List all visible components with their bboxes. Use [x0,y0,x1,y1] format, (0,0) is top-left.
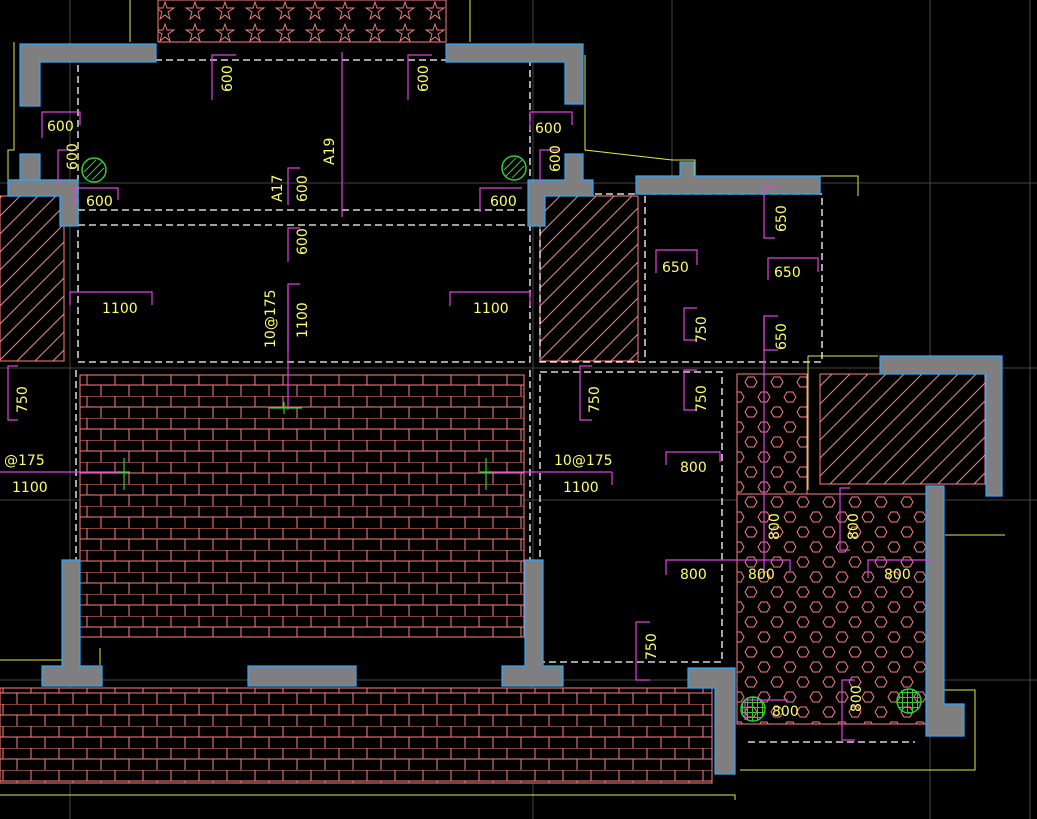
dimension-label: 750 [694,385,710,412]
dimension-label: 600 [86,194,113,210]
diag-hatch-left [0,195,65,362]
dimension-label: 750 [15,386,31,413]
dimension-label: 750 [587,386,603,413]
axis-label: A19 [322,138,338,165]
dimension-label: 1100 [295,302,311,338]
dimension-label: 800 [680,460,707,476]
dimension-label: 600 [490,194,517,210]
dimension-label: 600 [220,65,236,92]
dimension-label: 1100 [563,480,599,496]
dimension-labels: 600 600 600 600 600 600 600 600 600 600 … [4,65,911,720]
dimension-label: 650 [774,265,801,281]
dimension-label: 800 [767,513,783,540]
star-hatch-top [157,0,447,43]
diag-hatch-mid [539,195,639,362]
dimension-label: 600 [47,119,74,135]
dimension-label: 800 [772,704,799,720]
drain-icon [501,155,527,181]
rebar-label: 10@175 [263,289,279,348]
tile-hatch-room [79,374,525,638]
dimension-leaders [0,52,930,741]
dimension-label: 600 [295,228,311,255]
drain-symbols [81,155,922,722]
axis-label: A17 [270,175,286,202]
dimension-label: 750 [644,633,660,660]
dimension-label: 600 [416,65,432,92]
rebar-markers [118,402,492,490]
drain-icon [896,688,922,714]
drain-icon [740,696,766,722]
hex-hatch-region-2 [736,493,928,725]
dimension-label: 800 [849,685,865,712]
dimension-label: 800 [846,513,862,540]
rebar-label: 10@175 [554,453,613,469]
dimension-label: 1100 [12,480,48,496]
hex-hatch-region-1 [736,373,808,495]
dimension-label: 650 [774,323,790,350]
diag-hatch-right [819,373,986,485]
dimension-label: 600 [295,175,311,202]
dimension-label: 1100 [102,301,138,317]
dimension-label: 600 [535,121,562,137]
rebar-label: @175 [4,453,45,469]
dimension-label: 1100 [473,301,509,317]
tile-hatch-bottom [0,687,713,784]
dimension-label: 650 [774,205,790,232]
dimension-label: 650 [662,260,689,276]
dimension-label: 800 [680,567,707,583]
dimension-label: 600 [548,145,564,172]
dimension-label: 750 [694,316,710,343]
drain-icon [81,157,107,183]
dimension-label: 800 [748,567,775,583]
walls [7,43,1003,775]
dimension-label: 800 [884,567,911,583]
outline-lines [0,0,1005,800]
dimension-label: 600 [65,143,81,170]
